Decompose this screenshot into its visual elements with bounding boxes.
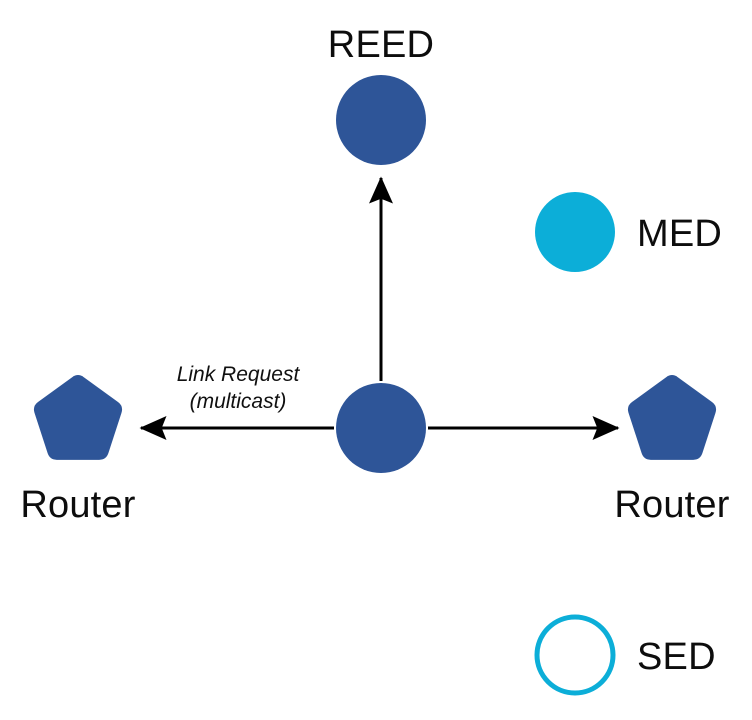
node-group: REED MED SED Router Router bbox=[20, 24, 730, 696]
node-router-right[interactable] bbox=[627, 375, 717, 460]
link-request-label-line2: (multicast) bbox=[190, 390, 287, 413]
node-med[interactable] bbox=[535, 192, 615, 272]
node-router-left-label: Router bbox=[20, 484, 135, 526]
link-request-label-line1: Link Request bbox=[177, 363, 301, 386]
node-sed[interactable] bbox=[534, 614, 616, 696]
node-reed-label: REED bbox=[328, 24, 434, 66]
node-router-right-label: Router bbox=[614, 484, 729, 526]
node-sed-label: SED bbox=[637, 636, 716, 678]
edge-group bbox=[139, 176, 620, 440]
edge-label-group: Link Request (multicast) bbox=[177, 363, 301, 413]
node-router-left[interactable] bbox=[33, 375, 123, 460]
node-med-label: MED bbox=[637, 213, 722, 255]
node-center-sender[interactable] bbox=[336, 383, 426, 473]
node-reed[interactable] bbox=[336, 75, 426, 165]
